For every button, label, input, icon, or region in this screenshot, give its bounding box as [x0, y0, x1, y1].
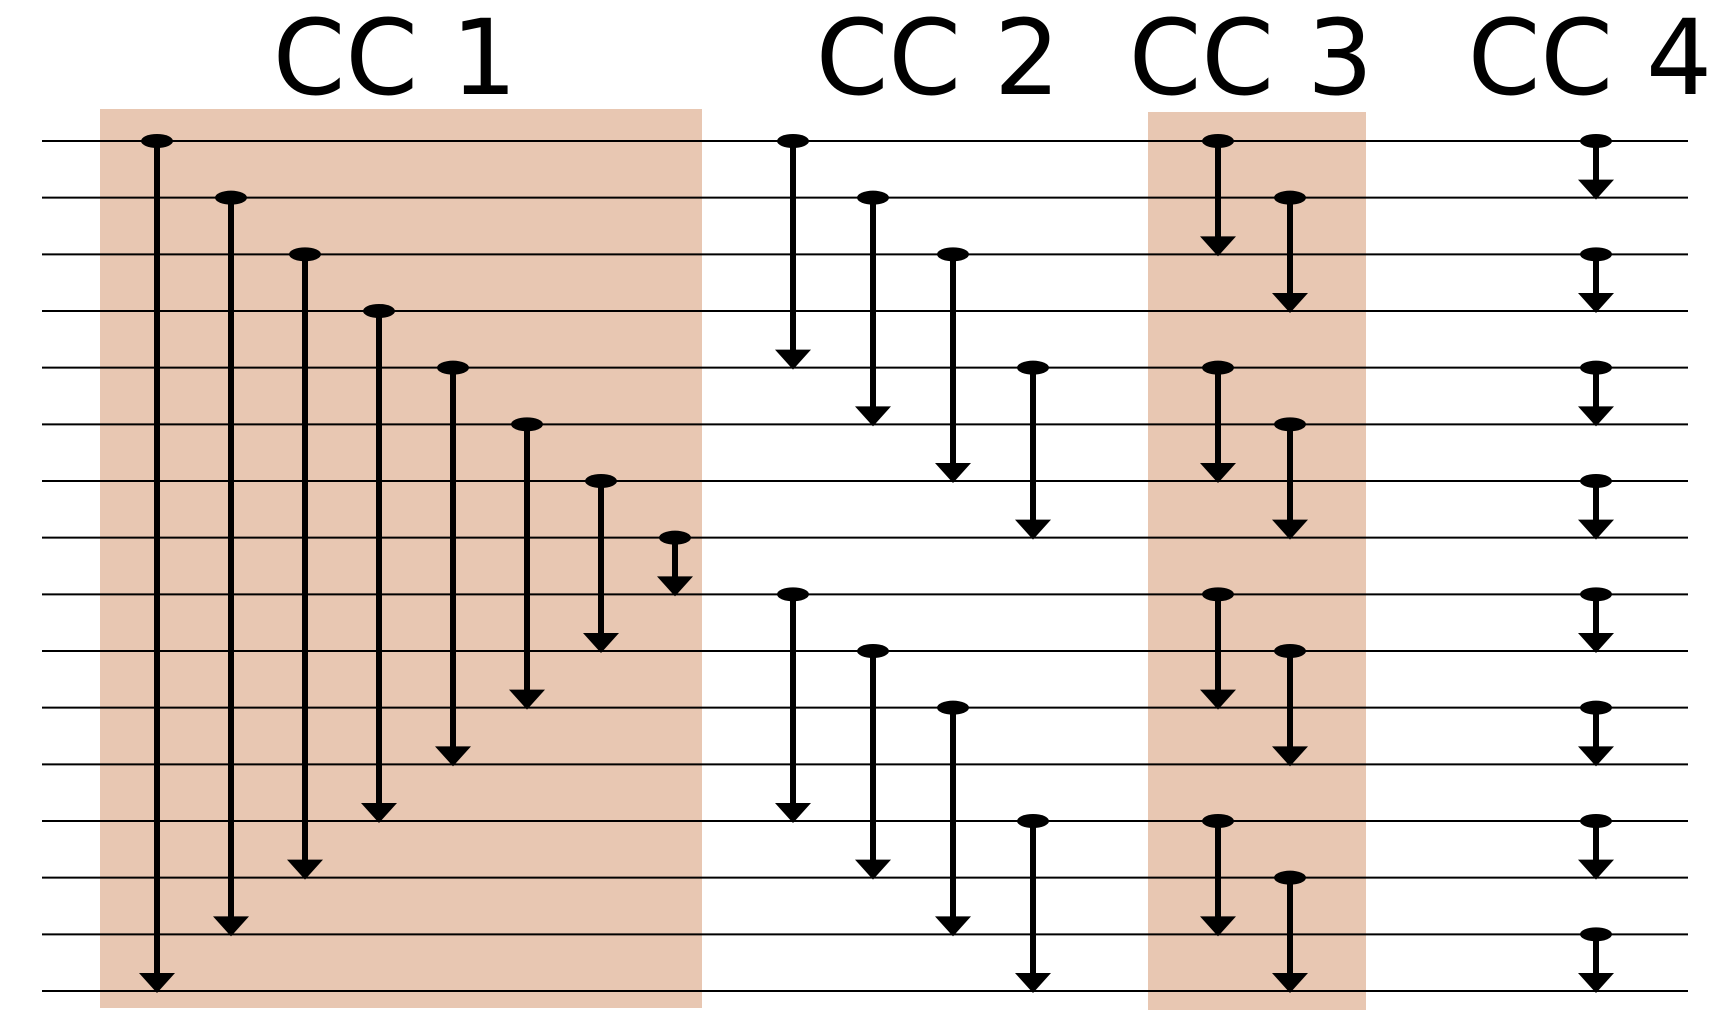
comparator-cc1-3-14 [287, 247, 323, 880]
comparator-cc1-7-10 [583, 474, 619, 653]
comparator-cc2-3-7 [935, 247, 971, 483]
cc3-label: CC 3 [1129, 0, 1373, 119]
arrow-head [1200, 236, 1236, 257]
arrow-head [1015, 519, 1051, 540]
comparator-cc1-1-16 [139, 134, 175, 993]
arrow-head [855, 406, 891, 427]
arrow-head [657, 576, 693, 597]
arrow-head [435, 746, 471, 767]
comparator-cc1-2-15 [213, 190, 249, 937]
arrow-head [287, 859, 323, 880]
arrow-head [935, 463, 971, 483]
comparator-cc4-9-10 [1578, 587, 1614, 653]
comparator-cc4-11-12 [1578, 700, 1614, 767]
arrow-head [1200, 689, 1236, 710]
comparator-cc3-1-3 [1200, 134, 1236, 257]
comparator-cc4-1-2 [1578, 134, 1614, 200]
arrow-head [1578, 859, 1614, 880]
arrow-head [855, 859, 891, 880]
comparator-cc2-10-14 [855, 644, 891, 880]
comparator-dot [1580, 247, 1612, 262]
arrow-head [1578, 973, 1614, 993]
comparator-cc4-13-14 [1578, 814, 1614, 880]
comparator-cc3-14-16 [1272, 870, 1308, 993]
highlight-layer [100, 109, 1366, 1010]
highlight-box-cc1 [100, 109, 702, 1008]
arrow-head [213, 916, 249, 937]
comparator-cc1-4-13 [361, 304, 397, 823]
wire-layer [42, 140, 1688, 992]
comparator-dot [289, 247, 321, 262]
comparator-cc2-9-13 [775, 587, 811, 823]
arrow-head [1200, 463, 1236, 483]
arrow-head [935, 916, 971, 937]
arrow-head [361, 803, 397, 823]
cc4-label: CC 4 [1468, 0, 1712, 119]
arrow-head [1578, 746, 1614, 767]
comparator-cc2-11-15 [935, 700, 971, 937]
comparator-cc3-10-12 [1272, 644, 1308, 767]
comparator-cc4-5-6 [1578, 360, 1614, 427]
comparator-cc3-9-11 [1200, 587, 1236, 710]
comparator-cc1-6-11 [509, 417, 545, 710]
comparator-cc2-1-5 [775, 134, 811, 370]
arrow-head [509, 689, 545, 710]
arrow-head [1578, 293, 1614, 313]
comparator-cc2-2-6 [855, 190, 891, 427]
comparator-cc4-7-8 [1578, 474, 1614, 540]
arrow-head [1272, 746, 1308, 767]
comparator-cc2-13-16 [1015, 814, 1051, 993]
connection-layer [139, 134, 1614, 993]
arrow-head [1578, 633, 1614, 653]
arrow-head [1015, 973, 1051, 993]
arrow-head [1272, 519, 1308, 540]
arrow-head [775, 803, 811, 823]
highlight-box-cc3 [1148, 112, 1366, 1010]
label-layer: CC 1 CC 2 CC 3 CC 4 [273, 0, 1712, 119]
arrow-head [1578, 406, 1614, 427]
comparator-cc1-8-9 [657, 530, 693, 597]
comparator-cc3-2-4 [1272, 190, 1308, 313]
comparator-cc2-5-8 [1015, 360, 1051, 540]
arrow-head [1272, 293, 1308, 313]
arrow-head [1578, 179, 1614, 200]
arrow-head [775, 349, 811, 370]
arrow-head [1578, 519, 1614, 540]
comparator-cc3-13-15 [1200, 814, 1236, 937]
arrow-head [139, 973, 175, 993]
comparator-cc4-15-16 [1578, 927, 1614, 993]
comparator-cc1-5-12 [435, 360, 471, 767]
arrow-head [1272, 973, 1308, 993]
comparator-cc3-5-7 [1200, 360, 1236, 483]
cc2-label: CC 2 [816, 0, 1060, 119]
comparator-dot [937, 247, 969, 262]
arrow-head [583, 633, 619, 653]
comparator-cc3-6-8 [1272, 417, 1308, 540]
comparator-cc4-3-4 [1578, 247, 1614, 313]
cc1-label: CC 1 [273, 0, 517, 119]
arrow-head [1200, 916, 1236, 937]
